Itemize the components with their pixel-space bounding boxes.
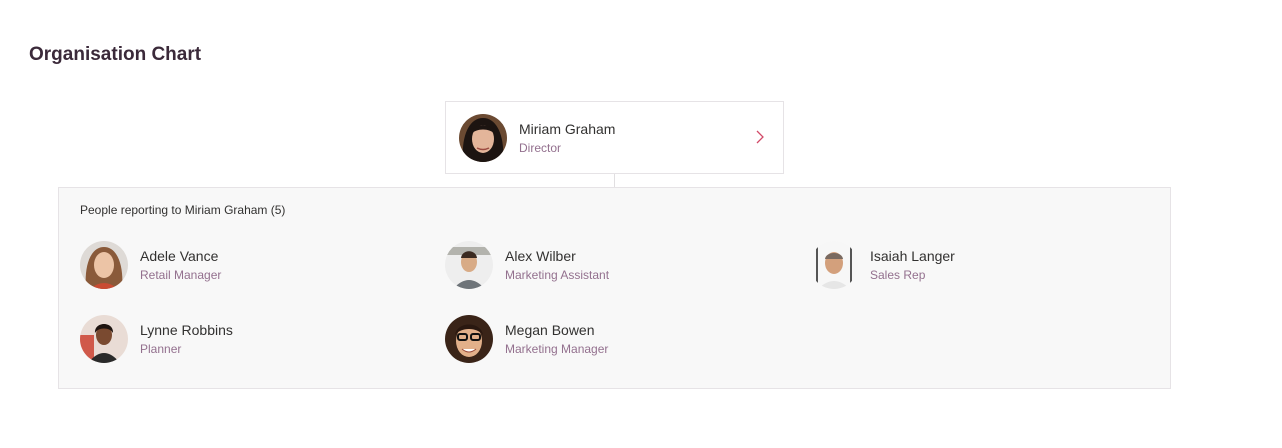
avatar-miriam-graham (459, 113, 507, 162)
report-role: Retail Manager (140, 268, 222, 282)
avatar-isaiah-langer (810, 241, 858, 289)
direct-reports-panel: People reporting to Miriam Graham (5) Ad… (58, 187, 1171, 389)
direct-reports-grid: Adele Vance Retail Manager Alex Wilber M… (80, 241, 1175, 376)
report-card-adele-vance[interactable]: Adele Vance Retail Manager (80, 241, 420, 289)
manager-role: Director (519, 140, 562, 155)
report-card-megan-bowen[interactable]: Megan Bowen Marketing Manager (445, 315, 785, 363)
avatar-megan-bowen (445, 315, 493, 363)
avatar-adele-vance (80, 241, 128, 289)
report-card-lynne-robbins[interactable]: Lynne Robbins Planner (80, 315, 420, 363)
report-card-alex-wilber[interactable]: Alex Wilber Marketing Assistant (445, 241, 785, 289)
manager-card[interactable]: Miriam Graham Director (445, 101, 784, 174)
report-name: Adele Vance (140, 248, 219, 264)
chevron-right-icon[interactable] (755, 130, 765, 144)
hierarchy-connector (614, 174, 615, 187)
report-role: Planner (140, 342, 182, 356)
report-role: Marketing Manager (505, 342, 609, 356)
report-name: Megan Bowen (505, 322, 595, 338)
report-role: Marketing Assistant (505, 268, 610, 282)
avatar-alex-wilber (445, 241, 493, 289)
report-name: Alex Wilber (505, 248, 576, 264)
report-role: Sales Rep (870, 268, 926, 282)
report-name: Lynne Robbins (140, 322, 233, 338)
report-card-isaiah-langer[interactable]: Isaiah Langer Sales Rep (810, 241, 1150, 289)
direct-reports-heading: People reporting to Miriam Graham (5) (80, 203, 286, 217)
page-title: Organisation Chart (29, 44, 202, 65)
manager-name: Miriam Graham (519, 120, 616, 137)
report-name: Isaiah Langer (870, 248, 955, 264)
avatar-lynne-robbins (80, 315, 128, 363)
